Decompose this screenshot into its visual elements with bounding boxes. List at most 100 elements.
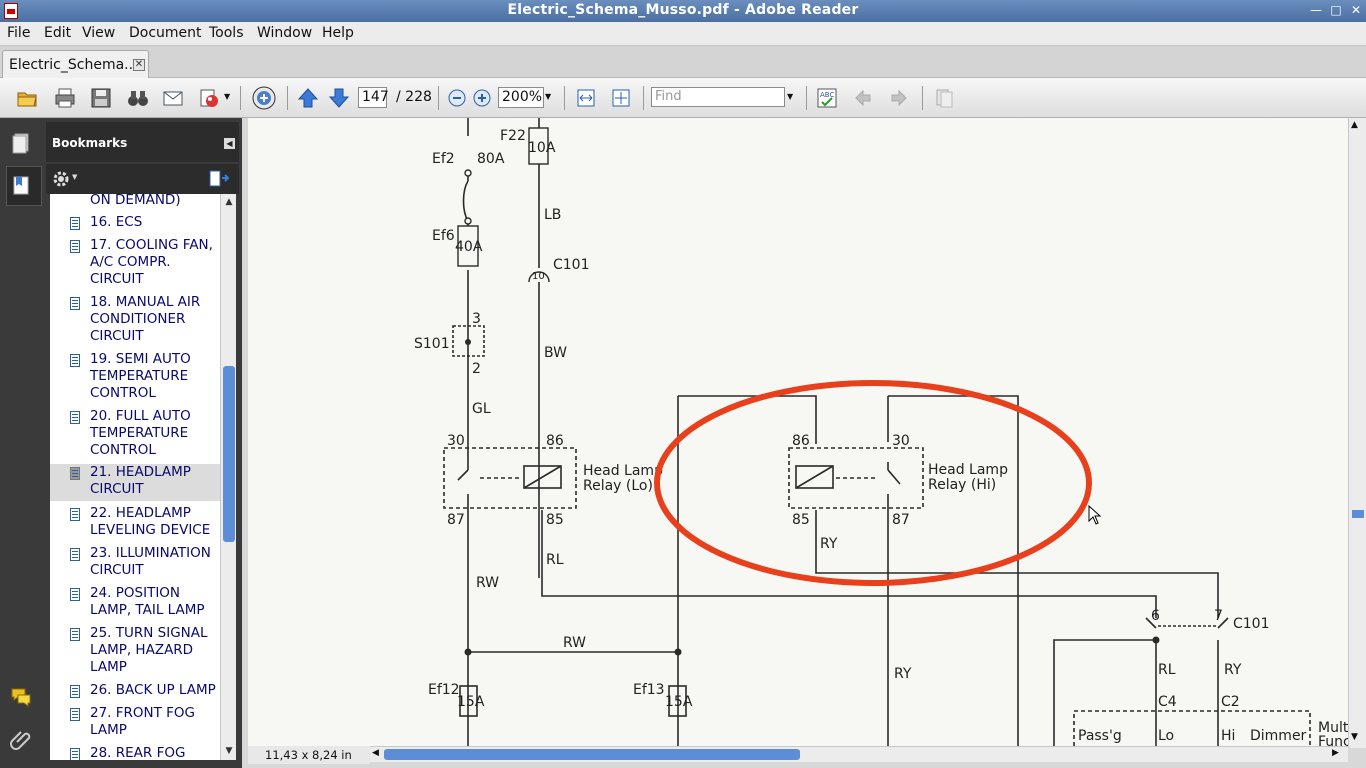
select-hand-tool-icon[interactable] [251, 85, 277, 111]
bookmark-label: 21. HEADLAMP CIRCUIT [90, 464, 191, 497]
menu-edit[interactable]: Edit [44, 25, 72, 41]
zoom-dropdown-icon[interactable]: ▼ [545, 92, 552, 101]
label: RY [894, 666, 912, 682]
label: Ef13 [633, 682, 665, 698]
bookmark-page-icon [70, 240, 80, 253]
total-pages-label: / 228 [396, 89, 432, 105]
options-dropdown-icon[interactable]: ▼ [72, 173, 78, 181]
bookmark-item[interactable]: 23. ILLUMINATION CIRCUIT [50, 545, 220, 582]
zoom-out-icon[interactable] [446, 87, 468, 109]
bookmark-label: 16. ECS [90, 214, 143, 230]
label: 85 [546, 512, 564, 528]
schematic-wires [443, 118, 1311, 746]
bookmark-item[interactable]: 16. ECS [50, 214, 220, 234]
label: 86 [792, 433, 810, 449]
expand-bookmark-icon[interactable] [208, 169, 230, 189]
menu-file[interactable]: File [7, 25, 31, 41]
collapse-panel-icon[interactable]: ◀ [224, 138, 235, 149]
previous-page-up-arrow-icon[interactable] [297, 87, 319, 109]
document-page[interactable]: F22 10A Ef2 80A LB Ef6 40A 10 C101 3 S10… [248, 118, 1348, 746]
horizontal-scroll-thumb[interactable] [384, 749, 800, 760]
vertical-scroll-thumb[interactable] [1352, 510, 1364, 518]
bookmarks-header: Bookmarks ◀ [46, 122, 239, 162]
scroll-up-icon[interactable]: ▲ [1351, 120, 1358, 130]
document-vertical-scrollbar[interactable]: ▲ ▼ [1348, 118, 1366, 748]
label: Head Lamp [583, 463, 663, 479]
next-page-down-arrow-icon[interactable] [328, 87, 350, 109]
bookmark-item[interactable]: 18. MANUAL AIR CONDITIONER CIRCUIT [50, 294, 220, 348]
toolbar-separator [287, 86, 288, 110]
mouse-pointer-icon [1088, 505, 1102, 525]
collaborate-dropdown-icon[interactable]: ▼ [224, 92, 231, 101]
scroll-right-icon[interactable]: ▶ [1332, 748, 1339, 758]
attachments-paperclip-icon[interactable] [10, 728, 32, 750]
label: S101 [414, 336, 450, 352]
menu-window[interactable]: Window [257, 25, 313, 41]
bookmark-item[interactable]: 28. REAR FOG [50, 745, 220, 760]
close-tab-icon[interactable]: ✕ [133, 59, 145, 71]
previous-view-icon[interactable] [852, 87, 874, 109]
collaborate-icon[interactable] [198, 87, 220, 109]
bookmark-item[interactable]: ON DEMAND) [50, 194, 220, 212]
comments-icon[interactable] [10, 686, 32, 708]
label: Relay (Lo) [583, 478, 653, 494]
bookmarks-scrollbar[interactable]: ▲ ▼ [220, 194, 236, 760]
label: RY [820, 536, 838, 552]
scroll-left-icon[interactable]: ◀ [372, 748, 379, 758]
document-horizontal-scrollbar[interactable]: ◀ ▶ [370, 746, 1348, 762]
bookmark-label: 28. REAR FOG [90, 745, 186, 760]
label: Pass'g [1078, 728, 1122, 744]
zoom-level-select[interactable]: 200% [498, 87, 544, 108]
scroll-down-icon[interactable]: ▼ [225, 746, 233, 756]
bookmark-label: ON DEMAND) [90, 194, 181, 208]
bookmarks-title: Bookmarks [52, 136, 128, 150]
menu-document[interactable]: Document [129, 25, 202, 41]
menu-tools[interactable]: Tools [209, 25, 244, 41]
toolbar-separator [922, 86, 923, 110]
find-options-dropdown-icon[interactable]: ▼ [787, 92, 794, 101]
fit-page-width-icon[interactable] [575, 87, 597, 109]
label: 3 [472, 311, 481, 327]
maximize-button[interactable]: □ [1330, 3, 1342, 17]
bookmark-item[interactable]: 17. COOLING FAN, A/C COMPR. CIRCUIT [50, 237, 220, 291]
bookmark-label: 18. MANUAL AIR CONDITIONER CIRCUIT [90, 294, 201, 344]
next-view-icon[interactable] [888, 87, 910, 109]
options-gear-icon[interactable] [52, 170, 70, 188]
find-input[interactable]: Find [651, 87, 785, 107]
bookmark-item[interactable]: 20. FULL AUTO TEMPERATURE CONTROL [50, 408, 220, 462]
schematic-labels: F22 10A Ef2 80A LB Ef6 40A 10 C101 3 S10… [414, 128, 1348, 746]
label: C2 [1221, 694, 1240, 710]
page-thumbnails-icon[interactable] [10, 132, 32, 154]
bookmark-item[interactable]: 27. FRONT FOG LAMP [50, 705, 220, 742]
bookmark-item[interactable]: 25. TURN SIGNAL LAMP, HAZARD LAMP [50, 625, 220, 679]
scroll-down-icon[interactable]: ▼ [1351, 732, 1358, 742]
bookmark-item[interactable]: 24. POSITION LAMP, TAIL LAMP [50, 585, 220, 622]
minimize-button[interactable]: — [1310, 3, 1322, 17]
menu-help[interactable]: Help [322, 25, 354, 41]
bookmark-page-icon [70, 748, 80, 760]
label: RY [1224, 662, 1242, 678]
bookmark-item[interactable]: 26. BACK UP LAMP [50, 682, 220, 702]
search-binoculars-icon[interactable] [127, 87, 149, 109]
bookmarks-icon[interactable] [10, 174, 32, 196]
bookmark-item[interactable]: 22. HEADLAMP LEVELING DEVICE [50, 505, 220, 542]
fit-full-page-icon[interactable] [610, 87, 632, 109]
current-page-input[interactable]: 147 [358, 87, 389, 108]
bookmark-item[interactable]: 19. SEMI AUTO TEMPERATURE CONTROL [50, 351, 220, 405]
spell-check-icon[interactable]: ABC [816, 87, 838, 109]
label: F22 [500, 128, 526, 144]
zoom-in-icon[interactable] [471, 87, 493, 109]
fuse-ef6 [457, 225, 479, 267]
bookmark-item-selected[interactable]: 21. HEADLAMP CIRCUIT [50, 464, 220, 501]
page-layout-icon[interactable] [933, 87, 955, 109]
save-icon[interactable] [90, 87, 112, 109]
email-icon[interactable] [162, 87, 184, 109]
close-button[interactable]: ✕ [1350, 3, 1362, 17]
bookmarks-scroll-thumb[interactable] [223, 366, 235, 542]
open-folder-icon[interactable] [16, 87, 38, 109]
menu-bar: File Edit View Document Tools Window Hel… [0, 22, 1366, 46]
scroll-up-icon[interactable]: ▲ [225, 197, 233, 207]
document-tab[interactable]: Electric_Schema... ✕ [2, 50, 149, 78]
print-icon[interactable] [54, 87, 76, 109]
menu-view[interactable]: View [82, 25, 116, 41]
